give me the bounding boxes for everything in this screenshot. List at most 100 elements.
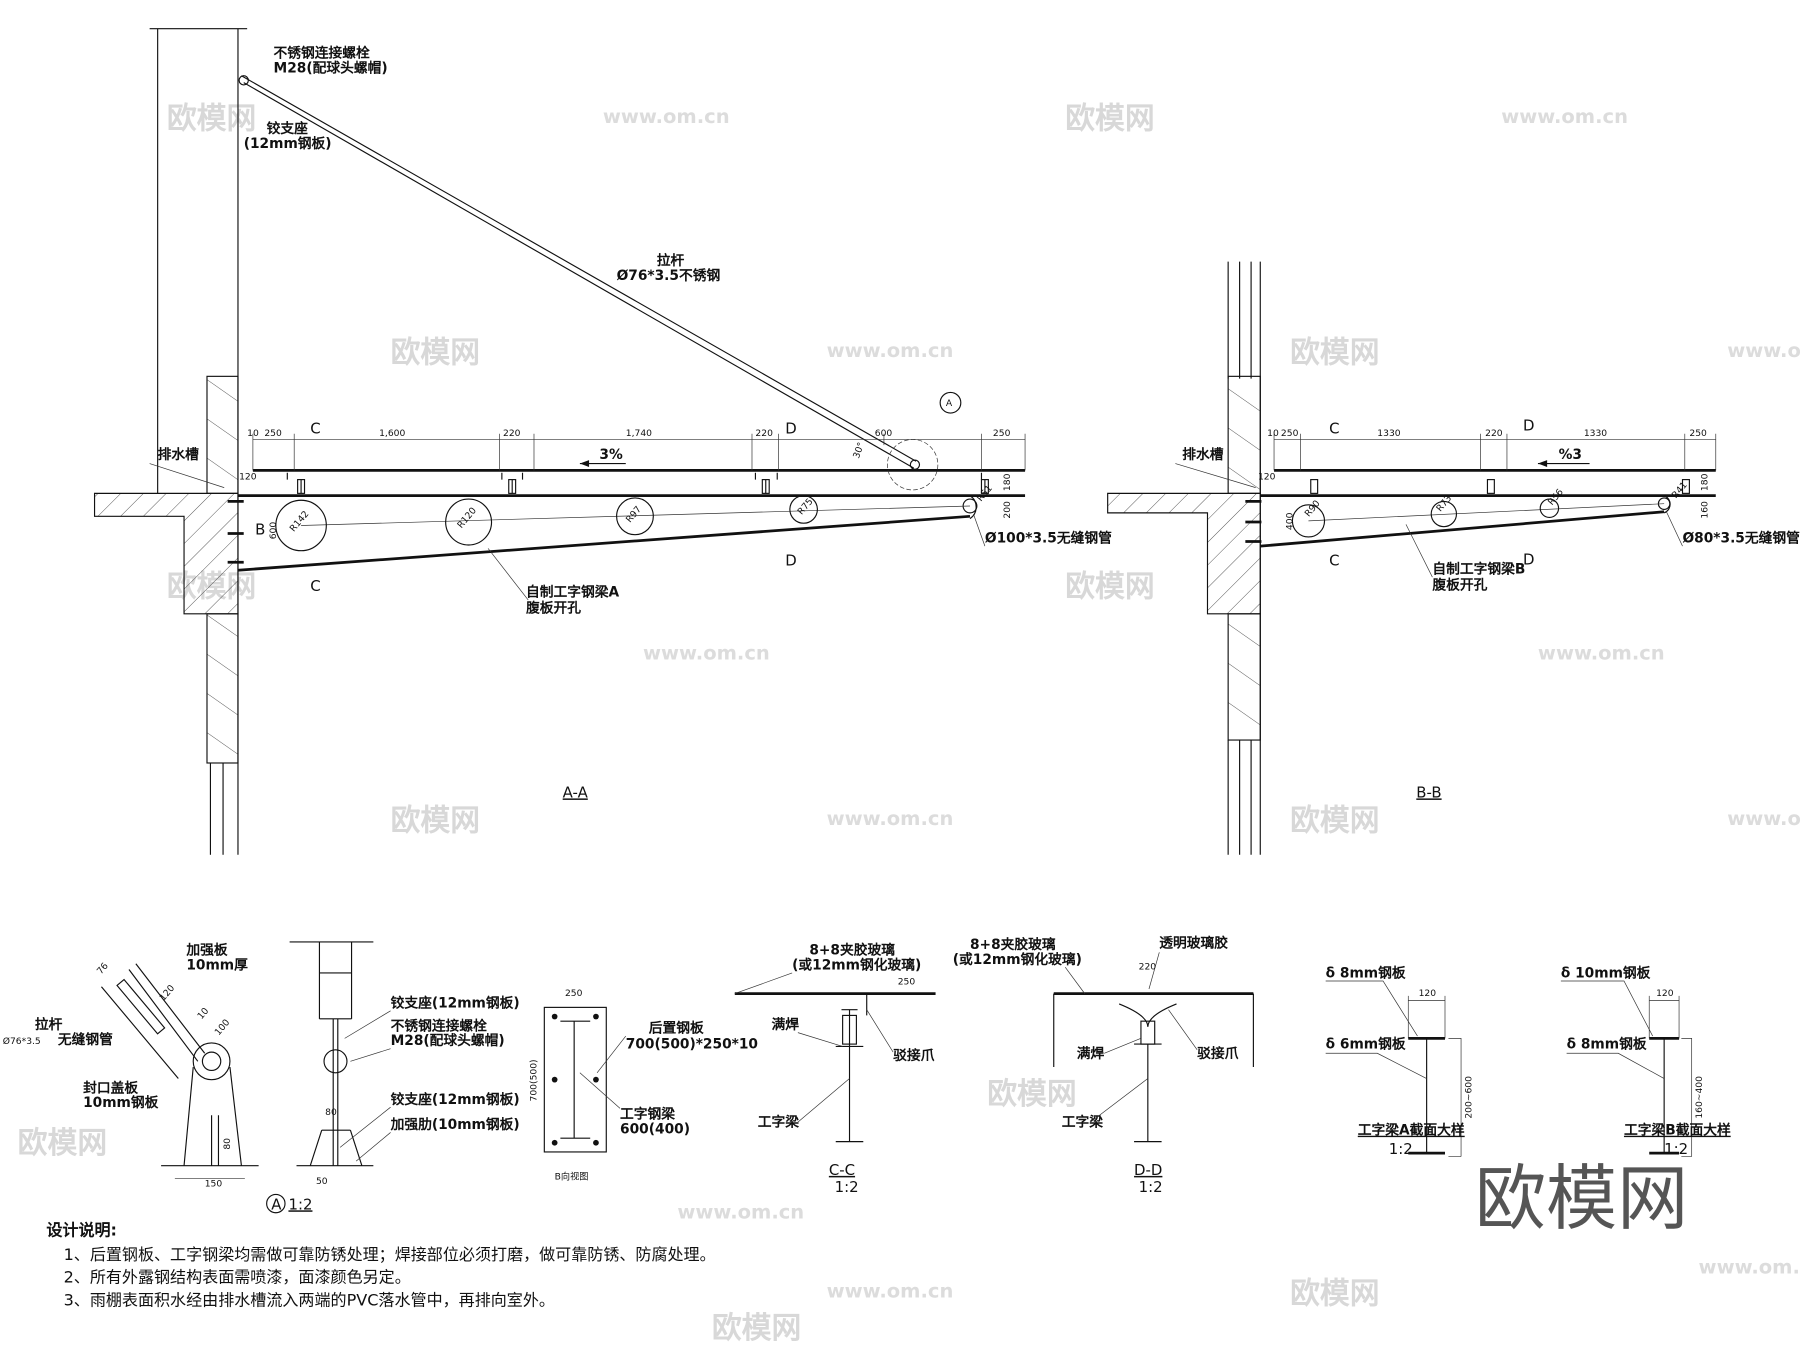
cut-mark: C (310, 577, 320, 595)
hole-label: R97 (624, 504, 644, 525)
cut-mark: D (785, 552, 796, 570)
hinge-plate (192, 1042, 231, 1081)
hole-center-line (1308, 503, 1665, 522)
detail-a: 拉杆 Ø76*3.5 无缝钢管 加强板 10mm厚 封口盖板 10mm钢板 76… (3, 941, 520, 1214)
dim-label: 200~600 (1463, 1076, 1474, 1119)
anchor-holes (551, 1013, 599, 1146)
leader-line (1148, 952, 1160, 990)
dim-label: 250 (565, 988, 583, 999)
beam-label: 自制工字钢梁A (526, 584, 620, 601)
web-hole (1291, 504, 1326, 538)
dim-label: 120 (1419, 988, 1437, 999)
watermark-logo: 欧模网 (712, 1311, 801, 1346)
side-dim-label: 400 (1284, 512, 1295, 530)
cap-label: 封口盖板 (83, 1079, 138, 1096)
watermark-url: www.om.cn (1727, 339, 1800, 362)
watermark-url: www.om.cn (603, 105, 730, 128)
cut-mark: D (1523, 551, 1534, 569)
window-frame-line (1227, 740, 1252, 855)
watermark-logo: 欧模网 (391, 804, 480, 839)
watermark-logo: 欧模网 (1290, 336, 1379, 371)
hole-label: R41 (1670, 480, 1690, 501)
leader-line (734, 972, 793, 994)
watermark-logo: 欧模网 (1290, 804, 1379, 839)
hinge-base (161, 1066, 259, 1167)
section-aa: R142 R120 R97 R75 R51 10 250 1,600 220 1… (93, 28, 1112, 855)
dim-label: 220 (1139, 962, 1157, 973)
watermark-url: www.om.cn (643, 642, 770, 665)
plate-label: 700(500)*250*10 (626, 1037, 758, 1053)
wall-lower (206, 613, 239, 764)
slope-label: %3 (1559, 447, 1582, 463)
dim-label: 80 (222, 1138, 233, 1150)
beam-bottom-flange (1260, 510, 1665, 548)
side-dim-label: 120 (239, 472, 257, 483)
weld-label: 满焊 (1077, 1045, 1105, 1062)
section-title: 工字梁A截面大样 (1358, 1122, 1465, 1139)
pipe-label: Ø80*3.5无缝钢管 (1682, 530, 1800, 547)
watermark-url: www.om.cn (1501, 105, 1628, 128)
dim-label: 160~400 (1694, 1076, 1705, 1119)
glass-claws (1310, 479, 1690, 494)
watermark-url: www.om.cn (827, 339, 954, 362)
dim-label: 1330 (1584, 428, 1607, 439)
section-title: D-D (1134, 1161, 1162, 1179)
dim-label: 50 (316, 1176, 328, 1187)
beam-label: 腹板开孔 (526, 600, 581, 617)
gutter-label: 排水槽 (1182, 446, 1224, 463)
section-scale: 1:2 (835, 1178, 859, 1196)
hole-label: R90 (1303, 498, 1323, 519)
stiffener-plate (116, 978, 166, 1035)
leader-lines (339, 1010, 391, 1162)
bolt-label: 不锈钢连接螺栓 (391, 1017, 488, 1034)
side-dim-label: 160 (1700, 501, 1711, 519)
rod-label: Ø76*3.5 (3, 1036, 41, 1047)
i-beam (835, 993, 868, 1143)
dim-label: 1,600 (379, 428, 405, 439)
beam-label: 工字梁 (758, 1114, 800, 1131)
web-label: δ 8mm钢板 (1567, 1036, 1647, 1053)
wall-upper (206, 375, 239, 494)
watermark-url: www.om.cn (827, 807, 954, 830)
column-lines (1227, 261, 1261, 855)
section-cc: 8+8夹胶玻璃 (或12mm钢化玻璃) 250 满焊 驳接爪 工字梁 C-C 1… (734, 942, 936, 1196)
watermark-logo: 欧模网 (18, 1126, 107, 1161)
hinge-bolt-icon (238, 75, 249, 86)
web-hole (275, 499, 327, 552)
hinge-label: 铰支座 (267, 120, 309, 137)
leader-lines (1560, 980, 1665, 1079)
side-dim-label: 180 (1700, 473, 1711, 491)
cut-mark: C (1329, 420, 1339, 438)
beam-label: 腹板开孔 (1432, 577, 1487, 594)
dim-label: 700(500) (528, 1059, 539, 1101)
dim-lines (1648, 995, 1693, 1157)
sealant-label: 透明玻璃胶 (1159, 935, 1228, 952)
cut-mark: D (785, 420, 796, 438)
detail-ref-label: A (946, 398, 953, 409)
side-dim-label: 600 (268, 522, 279, 540)
detail-ref-outline (887, 439, 939, 491)
cut-mark: C (1329, 552, 1339, 570)
claw-label: 驳接爪 (1197, 1045, 1239, 1062)
glass-label: (或12mm钢化玻璃) (792, 957, 921, 974)
leader-lines (579, 1035, 627, 1109)
hole-label: R120 (455, 505, 479, 530)
web-label: δ 6mm钢板 (1326, 1036, 1406, 1053)
dimension-line (1273, 433, 1717, 471)
rod-label: 无缝钢管 (57, 1031, 113, 1048)
hinge-bolt-icon (909, 459, 921, 470)
watermark-url: www.om.cn (1727, 807, 1800, 830)
watermark-logo: 欧模网 (1065, 570, 1154, 605)
watermark-logo: 欧模网 (1290, 1276, 1379, 1311)
watermark-logo: 欧模网 (1065, 102, 1154, 137)
dim-label: 10 (247, 428, 259, 439)
hole-label: R56 (1546, 487, 1566, 508)
note-item: 1、后置钢板、工字钢梁均需做可靠防锈处理；焊接部位必须打磨，做可靠防锈、防腐处理… (64, 1245, 716, 1264)
beam-label: 工字钢梁 (620, 1106, 675, 1123)
rod-label: Ø76*3.5不锈钢 (617, 267, 721, 284)
dim-label: 250 (1281, 428, 1299, 439)
wall-upper (1227, 375, 1261, 494)
pipe-label: Ø100*3.5无缝钢管 (985, 530, 1112, 547)
plate-label: 后置钢板 (649, 1020, 704, 1037)
plate-label: 10mm厚 (186, 958, 248, 974)
